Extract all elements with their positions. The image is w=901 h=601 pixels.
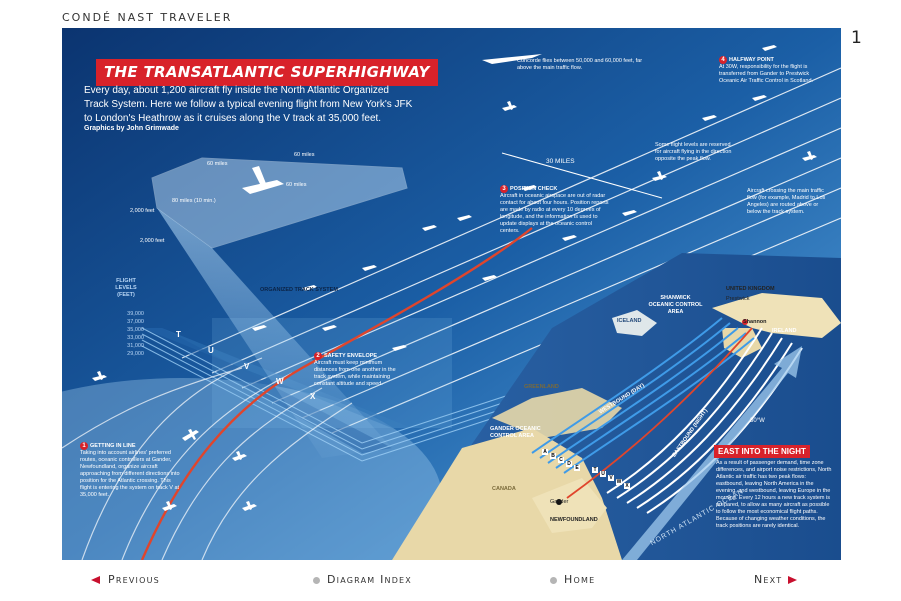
previous-arrow-icon bbox=[91, 576, 100, 584]
map-track-letter: T bbox=[592, 467, 598, 473]
reserved-levels-note: Some flight levels are reserved for airc… bbox=[655, 142, 732, 162]
map-label-united-kingdom: UNITED KINGDOM bbox=[726, 286, 775, 292]
flight-level: 31,000 bbox=[127, 343, 144, 349]
east-into-night-title: EAST INTO THE NIGHT bbox=[714, 445, 810, 458]
envelope-feet-a: 2,000 feet bbox=[130, 208, 155, 214]
flight-level: 37,000 bbox=[127, 319, 144, 325]
next-link[interactable]: Next bbox=[754, 573, 798, 586]
map-label-gander-area: GANDER OCEANIC CONTROL AREA bbox=[490, 426, 541, 439]
callout-body: Aircraft in oceanic airspace are out of … bbox=[500, 193, 609, 234]
flight-levels-list: 39,000 37,000 35,000 33,000 31,000 29,00… bbox=[114, 310, 144, 358]
envelope-miles-60-c: 60 miles bbox=[286, 182, 307, 188]
track-letter: W bbox=[276, 377, 284, 386]
graphics-credit: Graphics by John Grimwade bbox=[84, 125, 179, 132]
map-track-letter: E bbox=[574, 465, 580, 471]
map-label-30w: 30°W bbox=[750, 418, 765, 424]
callout-title: HALFWAY POINT bbox=[729, 57, 774, 63]
callout-number: 2 bbox=[314, 352, 322, 360]
thirty-miles-label: 30 MILES bbox=[546, 158, 575, 165]
callout-title: GETTING IN LINE bbox=[90, 443, 136, 449]
map-track-letter: U bbox=[600, 471, 606, 477]
map-label-prestwick: Prestwick bbox=[726, 296, 750, 302]
map-track-letter: D bbox=[566, 461, 572, 467]
map-label-newfoundland: NEWFOUNDLAND bbox=[550, 517, 598, 523]
flight-path bbox=[140, 227, 533, 560]
callout-number: 4 bbox=[719, 56, 727, 64]
infographic-panel: THE TRANSATLANTIC SUPERHIGHWAY Every day… bbox=[62, 28, 841, 560]
flight-level: 35,000 bbox=[127, 327, 144, 333]
callout-body: Taking into account airlines' preferred … bbox=[80, 450, 180, 498]
map-track-letter: A bbox=[542, 449, 548, 455]
callout-body: Aircraft must keep minimum distances fro… bbox=[314, 360, 396, 387]
map-track-letter: X bbox=[624, 483, 630, 489]
page-number: 1 bbox=[851, 28, 862, 48]
map-label-iceland: ICELAND bbox=[617, 318, 642, 324]
aircraft-icons bbox=[92, 45, 817, 511]
track-letter: X bbox=[310, 392, 316, 401]
map-track-letter: B bbox=[550, 453, 556, 459]
bullet-icon bbox=[550, 576, 557, 584]
callout-number: 1 bbox=[80, 442, 88, 450]
track-letter: T bbox=[176, 330, 181, 339]
home-link[interactable]: Home bbox=[550, 573, 595, 586]
previous-link[interactable]: Previous bbox=[91, 573, 160, 586]
infographic-artwork bbox=[62, 28, 841, 560]
map-label-gander: Gander bbox=[550, 499, 569, 505]
brand-logo: CONDÉ NAST TRAVELER bbox=[62, 11, 233, 24]
callout-title: POSITION CHECK bbox=[510, 186, 558, 192]
callout-number: 3 bbox=[500, 185, 508, 193]
flight-level: 33,000 bbox=[127, 335, 144, 341]
top-bar: CONDÉ NAST TRAVELER 1 bbox=[0, 0, 901, 48]
bullet-icon bbox=[313, 576, 320, 584]
flight-levels-title: FLIGHT LEVELS (FEET) bbox=[115, 278, 137, 298]
envelope-miles-60-a: 60 miles bbox=[207, 161, 228, 167]
map-label-shanwick: SHANWICK OCEANIC CONTROL AREA bbox=[648, 295, 703, 315]
crossing-traffic-note: Aircraft crossing the main traffic flow … bbox=[747, 188, 826, 215]
map-label-canada: CANADA bbox=[492, 486, 516, 492]
map-label-shannon: Shannon bbox=[743, 319, 767, 325]
organized-track-label: ORGANIZED TRACK SYSTEM bbox=[260, 287, 338, 293]
home-label: Home bbox=[564, 573, 596, 586]
diagram-index-link[interactable]: Diagram Index bbox=[313, 573, 412, 586]
graphic-title: THE TRANSATLANTIC SUPERHIGHWAY bbox=[96, 59, 438, 86]
intro-text: Every day, about 1,200 aircraft fly insi… bbox=[84, 85, 413, 124]
map-label-ireland: IRELAND bbox=[772, 328, 797, 334]
bottom-navigation: Previous Diagram Index Home Next bbox=[0, 565, 901, 595]
callout-body: At 30W, responsibility for the flight is… bbox=[719, 64, 814, 84]
map-track-letter: C bbox=[558, 457, 564, 463]
track-letter: V bbox=[244, 362, 250, 371]
next-label: Next bbox=[754, 573, 783, 586]
previous-label: Previous bbox=[108, 573, 160, 586]
east-into-night-body: As a result of passenger demand, time zo… bbox=[716, 460, 832, 529]
flight-level: 39,000 bbox=[127, 311, 144, 317]
track-letter: U bbox=[208, 346, 214, 355]
envelope-feet-b: 2,000 feet bbox=[140, 238, 165, 244]
flight-level: 29,000 bbox=[127, 351, 144, 357]
map-track-letter: W bbox=[616, 479, 622, 485]
envelope-miles-80: 80 miles (10 min.) bbox=[172, 198, 216, 204]
next-arrow-icon bbox=[788, 576, 798, 584]
callout-title: SAFETY ENVELOPE bbox=[324, 353, 378, 359]
envelope-miles-60-b: 60 miles bbox=[294, 152, 315, 158]
map-label-greenland: GREENLAND bbox=[524, 384, 559, 390]
map-track-letter: V bbox=[608, 475, 614, 481]
map-westbound-tracks bbox=[531, 317, 755, 474]
diagram-index-label: Diagram Index bbox=[327, 573, 412, 586]
concorde-note: Concorde flies between 50,000 and 60,000… bbox=[517, 58, 643, 71]
